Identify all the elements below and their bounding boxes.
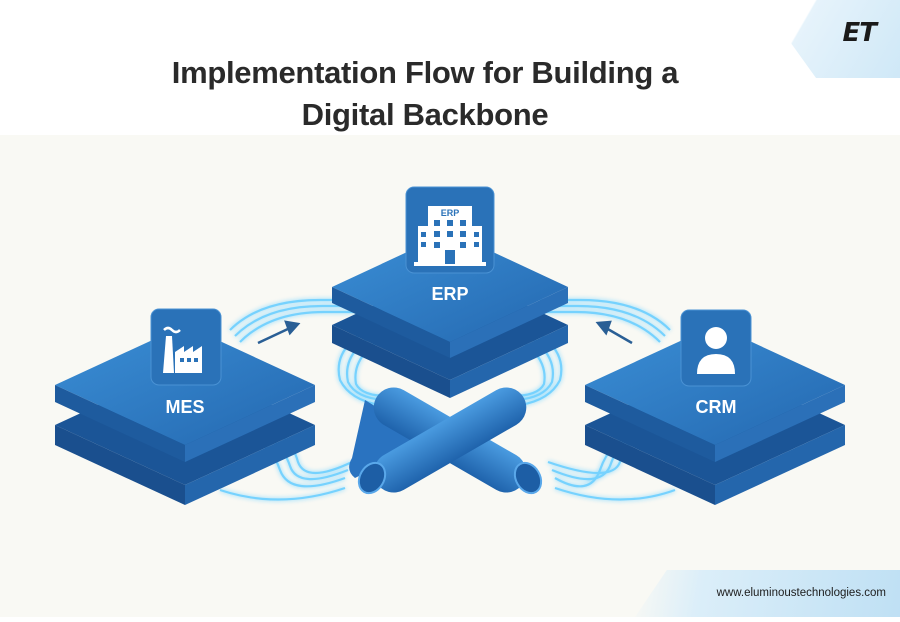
flow-arrow-crm-to-erp [595,320,633,345]
crm-label: CRM [696,397,737,417]
title-line-2: Digital Backbone [301,97,549,132]
diagram-area: ERP ERP MES CRM [0,135,900,617]
erp-icon-badge: ERP [441,208,460,218]
crm-node: CRM [585,309,845,505]
erp-label: ERP [431,284,468,304]
flow-arrow-mes-to-erp [257,320,301,345]
user-icon [680,309,752,387]
mes-label: MES [165,397,204,417]
office-building-icon: ERP [405,186,495,274]
title-line-1: Implementation Flow for Building a [171,55,679,90]
cross-pipe-connector [349,387,543,495]
corner-decoration-bottom [635,570,900,617]
factory-icon [150,308,222,386]
website-url: www.eluminoustechnologies.com [716,587,886,599]
page-title: Implementation Flow for Building a Digit… [0,52,850,136]
erp-node: ERP ERP [332,186,568,398]
mes-node: MES [55,308,315,505]
company-logo: ET [842,18,877,48]
